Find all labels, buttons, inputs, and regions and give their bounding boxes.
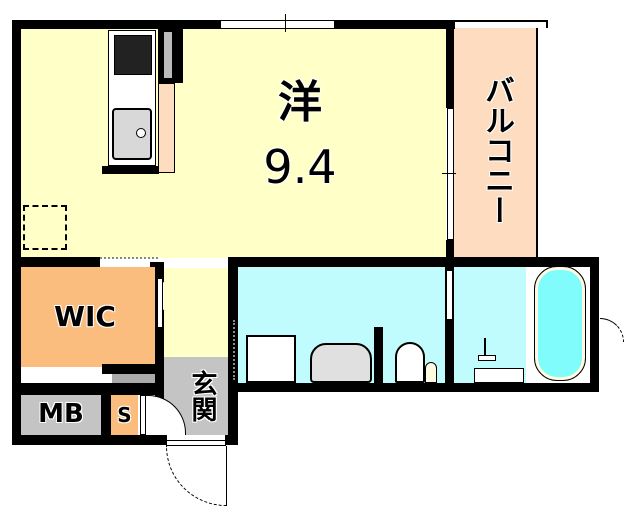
storage-room bbox=[111, 395, 138, 435]
balcony-rail bbox=[440, 20, 548, 28]
kitchen-panel bbox=[158, 83, 175, 173]
front-door-swing-icon bbox=[166, 446, 226, 506]
storage-door bbox=[140, 395, 146, 435]
bath-bottom-wall bbox=[228, 383, 599, 392]
toilet-partition bbox=[374, 327, 383, 383]
western-room-size: 9.4 bbox=[263, 140, 337, 194]
wic-notch bbox=[102, 364, 164, 374]
bath-vent-icon bbox=[600, 318, 624, 342]
balcony-window bbox=[447, 108, 454, 240]
bath-counter bbox=[474, 368, 524, 383]
washroom-sliding-door bbox=[233, 320, 237, 380]
ceiling-hatch-icon bbox=[23, 205, 67, 250]
sliding-door-track bbox=[100, 257, 158, 259]
faucet-icon bbox=[136, 128, 146, 138]
window-tick-2 bbox=[442, 173, 456, 174]
entrance-label: 玄関 bbox=[187, 370, 217, 422]
refrigerator-space bbox=[164, 32, 172, 78]
wic-room bbox=[21, 267, 155, 367]
shower-icon bbox=[484, 338, 486, 360]
washroom-divider bbox=[445, 262, 454, 390]
mb-label: MB bbox=[38, 399, 84, 429]
balcony-wall-bottom bbox=[446, 240, 454, 260]
balcony bbox=[454, 28, 538, 258]
wic-right-wall bbox=[155, 262, 164, 404]
storage-label: S bbox=[117, 403, 132, 427]
top-wall-left bbox=[12, 20, 220, 29]
wic-notch-fill bbox=[112, 374, 156, 383]
wic-label: WIC bbox=[54, 300, 116, 333]
front-door-leaf bbox=[226, 446, 227, 506]
wic-door bbox=[157, 278, 163, 328]
balcony-wall-top bbox=[446, 20, 454, 108]
top-wall-right bbox=[335, 20, 455, 29]
mb-wall bbox=[101, 395, 111, 440]
middle-wall-right bbox=[228, 257, 598, 267]
shower-head bbox=[478, 355, 496, 361]
western-room bbox=[20, 28, 446, 258]
window-tick bbox=[285, 14, 286, 32]
top-window bbox=[220, 20, 335, 29]
hallway-entry-strip bbox=[164, 262, 228, 268]
kitchen-base-wall bbox=[102, 166, 159, 174]
front-door bbox=[166, 440, 226, 446]
bath-door bbox=[446, 270, 453, 320]
bathtub-icon bbox=[534, 266, 586, 381]
bath-right-wall bbox=[590, 257, 599, 390]
middle-wall-left bbox=[12, 257, 100, 267]
washbasin-icon bbox=[310, 343, 372, 383]
kitchen-stove-icon bbox=[114, 35, 152, 75]
western-room-label: 洋 bbox=[278, 77, 322, 128]
hallway bbox=[164, 267, 228, 357]
lower-wall bbox=[12, 383, 164, 395]
bottom-wall bbox=[12, 435, 167, 445]
mb-room bbox=[21, 395, 101, 435]
toilet-tank bbox=[425, 362, 437, 383]
balcony-label: バルコニー bbox=[479, 75, 514, 225]
left-wall bbox=[12, 20, 21, 445]
washing-machine-icon bbox=[246, 335, 296, 383]
dressing-area bbox=[454, 267, 526, 383]
toilet-icon bbox=[395, 342, 425, 383]
kitchen-sink-icon bbox=[112, 108, 152, 160]
